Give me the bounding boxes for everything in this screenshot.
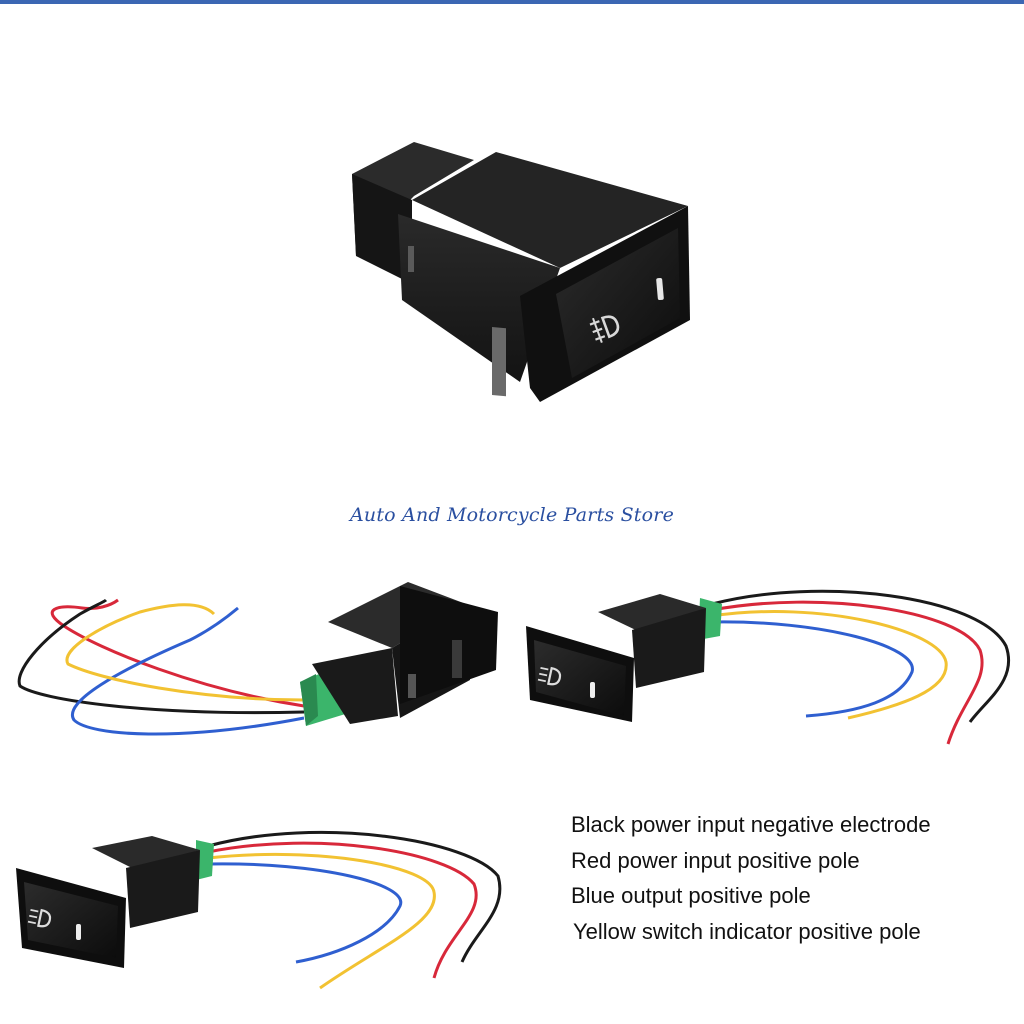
- wire-legend-yellow: Yellow switch indicator positive pole: [573, 918, 921, 944]
- indicator-led-icon: [656, 277, 664, 301]
- switch-front-right-view: [526, 589, 1011, 745]
- indicator-led-icon: [590, 682, 595, 698]
- switch-top-view: [352, 142, 690, 402]
- fog-light-icon: [27, 908, 52, 928]
- wire-legend-red: Red power input positive pole: [571, 847, 860, 873]
- fog-light-icon: [537, 666, 562, 686]
- wire-legend-black: Black power input negative electrode: [571, 812, 931, 837]
- fog-light-icon: [589, 315, 620, 343]
- switch-front-left-view: [16, 830, 502, 990]
- store-name: Auto And Motorcycle Parts Store: [349, 504, 675, 526]
- wire-legend: Black power input negative electrode Red…: [571, 810, 931, 952]
- switch-rear-view: [17, 582, 498, 736]
- wire-legend-blue: Blue output positive pole: [571, 883, 811, 908]
- top-accent-bar: [0, 0, 1024, 4]
- indicator-led-icon: [76, 924, 81, 940]
